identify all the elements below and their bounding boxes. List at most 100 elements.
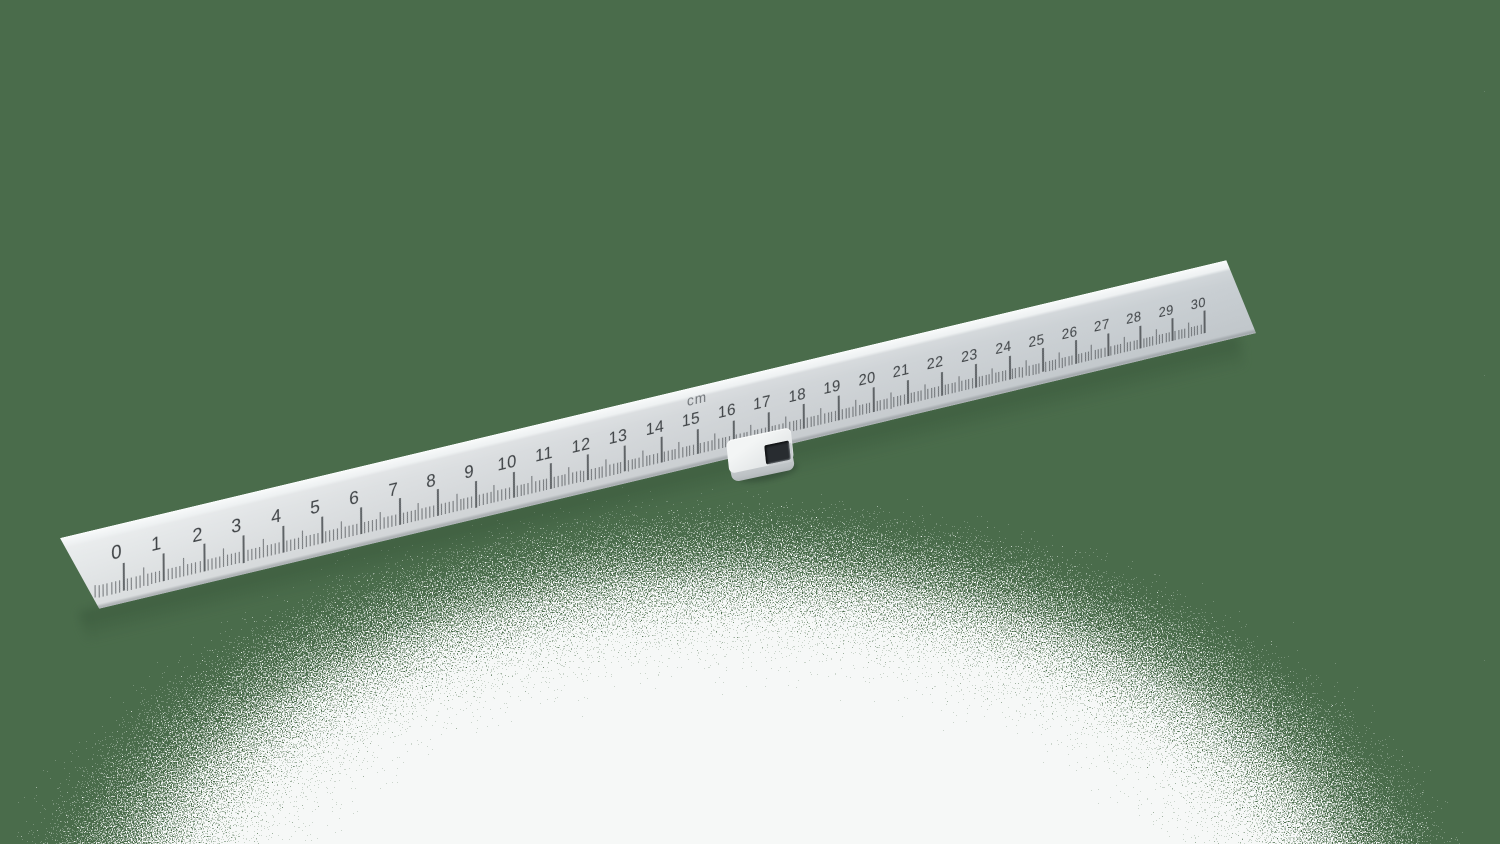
ruler-tick-minor	[464, 498, 465, 509]
ruler-tick-minor	[842, 409, 843, 420]
ruler-tick-minor	[429, 506, 430, 517]
ruler-tick-minor	[306, 536, 307, 548]
ruler-number-8: 8	[426, 468, 437, 492]
ruler-tick-cm-0	[123, 563, 125, 591]
ruler-tick-minor	[179, 565, 180, 577]
ruler-tick-minor	[558, 476, 559, 487]
ruler-tick-cm-15	[696, 429, 698, 454]
ruler-tick-minor	[286, 540, 287, 552]
ruler-tick-minor	[1058, 352, 1059, 368]
ruler-tick-cm-3	[243, 535, 245, 563]
ruler-tick-minor	[914, 392, 915, 402]
ruler-number-4: 4	[271, 504, 282, 528]
ruler-tick-minor	[155, 571, 156, 583]
ruler-tick-minor	[635, 458, 636, 469]
ruler-tick-minor	[259, 547, 260, 559]
ruler-tick-minor	[103, 584, 104, 596]
ruler-tick-minor	[187, 564, 188, 576]
ruler-number-1: 1	[151, 531, 163, 556]
ruler-tick-minor	[1127, 342, 1128, 352]
ruler-tick-minor	[278, 542, 279, 554]
ruler-tick-cm-10	[513, 472, 515, 498]
ruler-number-30: 30	[1190, 293, 1206, 313]
ruler-tick-minor	[1029, 365, 1030, 375]
ruler-tick-minor	[668, 450, 669, 461]
ruler-tick-cm-30	[1203, 311, 1205, 334]
ruler-number-2: 2	[191, 522, 203, 547]
ruler-tick-minor	[159, 570, 160, 582]
ruler-tick-minor	[1068, 356, 1069, 366]
ruler-tick-minor	[501, 489, 502, 500]
ruler-tick-minor	[1098, 349, 1099, 359]
ruler-tick-minor	[678, 441, 679, 458]
ruler-tick-minor	[341, 521, 342, 539]
ruler-tick-minor	[897, 396, 898, 406]
ruler-tick-minor	[935, 387, 936, 397]
measured-object[interactable]	[725, 427, 806, 489]
ruler-tick-cm-13	[624, 446, 626, 472]
ruler-tick-minor	[1184, 328, 1185, 338]
ruler-tick-minor	[199, 561, 200, 573]
ruler-tick-minor	[965, 380, 966, 390]
ruler-tick-cm-6	[360, 507, 362, 534]
ruler-tick-minor	[876, 401, 877, 411]
ruler-tick-minor	[580, 471, 581, 482]
ruler-tick-minor	[131, 577, 132, 589]
ruler-tick-minor	[982, 376, 983, 386]
ruler-tick-minor	[211, 558, 212, 570]
ruler-tick-minor	[1091, 345, 1092, 360]
ruler-tick-minor	[107, 583, 108, 595]
ruler-tick-minor	[718, 438, 719, 449]
ruler-tick-minor	[380, 512, 381, 530]
ruler-tick-minor	[471, 496, 472, 507]
ruler-tick-minor	[456, 494, 457, 512]
ruler-tick-minor	[543, 480, 544, 491]
ruler-tick-minor	[1094, 349, 1095, 359]
ruler-tick-minor	[298, 537, 299, 549]
ruler-tick-minor	[594, 467, 595, 478]
ruler-tick-cm-23	[975, 364, 977, 388]
ruler-tick-minor	[704, 442, 705, 453]
ruler-tick-minor	[572, 473, 573, 484]
ruler-tick-minor	[139, 575, 140, 587]
ruler-tick-minor	[606, 459, 607, 476]
ruler-tick-minor	[714, 433, 715, 450]
ruler-tick-minor	[1181, 329, 1182, 339]
ruler-tick-minor	[127, 578, 128, 590]
ruler-tick-minor	[598, 467, 599, 478]
ruler-tick-minor	[1130, 341, 1131, 351]
ruler-tick-minor	[516, 486, 517, 497]
ruler-tick-minor	[498, 490, 499, 501]
ruler-tick-minor	[115, 581, 116, 593]
ruler-tick-minor	[445, 503, 446, 514]
ruler-tick-minor	[1152, 336, 1153, 346]
ruler-tick-minor	[1197, 325, 1198, 335]
ruler-tick-cm-2	[203, 544, 205, 572]
ruler-tick-minor	[1111, 346, 1112, 356]
ruler-tick-minor	[195, 562, 196, 574]
ruler-tick-minor	[565, 474, 566, 485]
ruler-tick-minor	[391, 515, 392, 527]
ruler-tick-minor	[1178, 330, 1179, 340]
ruler-tick-minor	[835, 411, 836, 422]
ruler-tick-minor	[689, 445, 690, 456]
ruler-tick-minor	[989, 375, 990, 385]
ruler-tick-minor	[583, 470, 584, 481]
ruler-tick-minor	[356, 524, 357, 536]
ruler-tick-minor	[869, 403, 870, 413]
ruler-tick-minor	[682, 447, 683, 458]
ruler-tick-minor	[675, 449, 676, 460]
ruler-tick-minor	[1012, 369, 1013, 379]
ruler-tick-minor	[255, 548, 256, 560]
ruler-tick-minor	[1165, 333, 1166, 343]
ruler-tick-cm-5	[321, 516, 323, 543]
ruler-tick-minor	[1104, 347, 1105, 357]
ruler-tick-minor	[191, 563, 192, 575]
ruler-tick-minor	[1136, 340, 1137, 350]
ruler-tick-cm-24	[1009, 356, 1011, 380]
ruler-tick-minor	[1191, 327, 1192, 337]
ruler-tick-minor	[175, 566, 176, 578]
ruler-tick-minor	[290, 539, 291, 551]
ruler-tick-minor	[845, 408, 846, 419]
ruler-tick-minor	[247, 549, 248, 561]
